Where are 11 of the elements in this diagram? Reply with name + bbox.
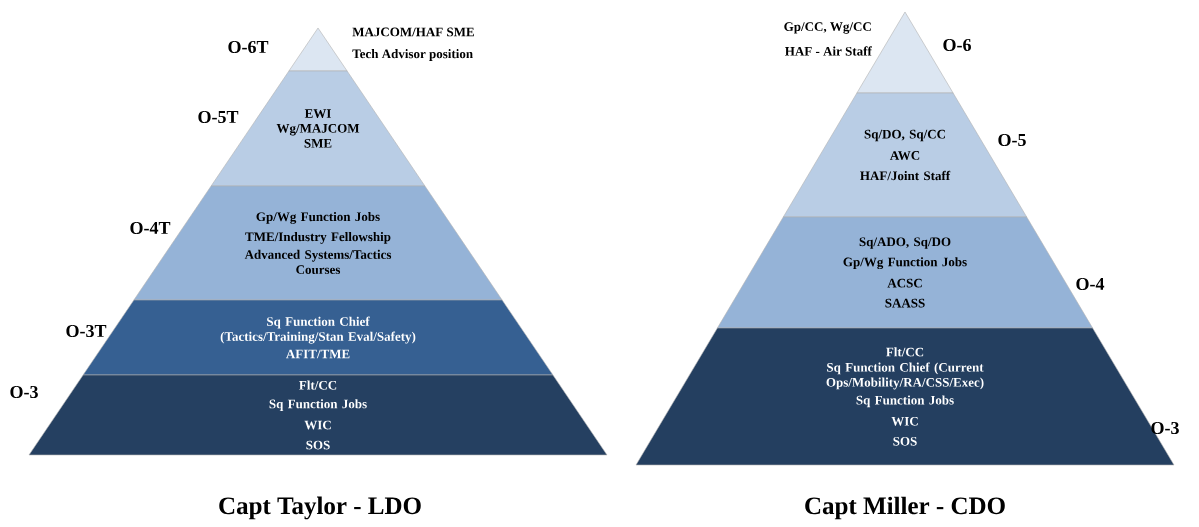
- role-label: Tech Advisor position: [352, 49, 473, 61]
- role-label: MAJCOM/HAF SME: [352, 27, 474, 37]
- role-label: HAF - Air Staff: [785, 46, 872, 56]
- grade-label: O-6: [943, 38, 971, 52]
- pyramid-caption: Capt Taylor - LDO: [219, 496, 421, 520]
- grade-label: O-6T: [228, 40, 269, 54]
- role-label: Gp/CC, Wg/CC: [784, 22, 871, 34]
- pyramid-caption: Capt Miller - CDO: [805, 496, 1005, 520]
- grade-label: O-4T: [130, 221, 171, 235]
- pyramid-top: [288, 27, 348, 72]
- grade-label: O-5: [998, 133, 1026, 147]
